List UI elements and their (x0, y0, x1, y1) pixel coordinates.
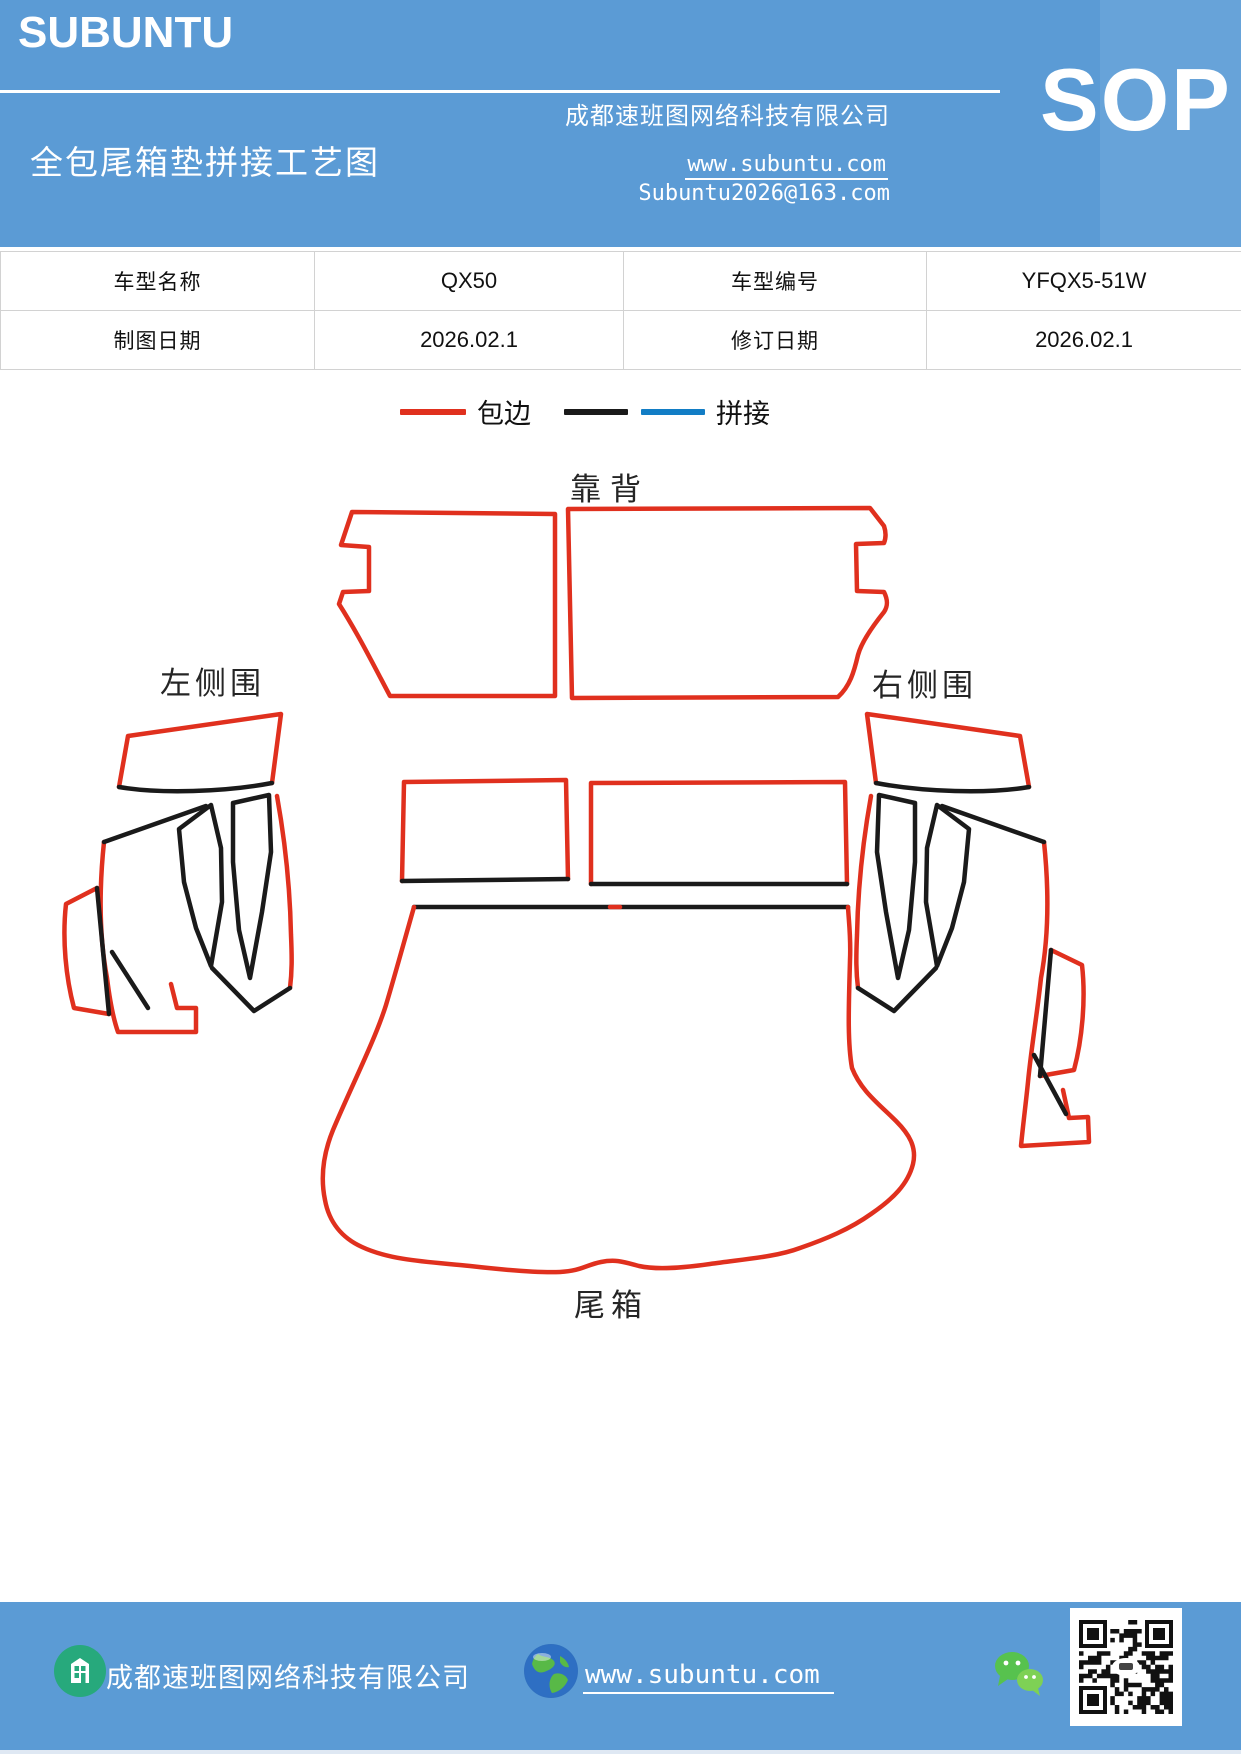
backrest-label: 靠背 (570, 472, 650, 507)
model-name-value: QX50 (314, 251, 624, 311)
page-title: 全包尾箱垫拼接工艺图 (30, 146, 380, 182)
backrest-left-outline (336, 509, 558, 699)
right-side-top-splice (939, 803, 1047, 845)
pattern-diagram (62, 505, 1092, 1275)
right-side-top-quad-red (864, 711, 1032, 790)
model-name-label: 车型名称 (0, 251, 315, 311)
globe-icon (524, 1644, 578, 1698)
left-side-sliver-splice (94, 885, 112, 1017)
left-side-inner-edge (274, 793, 294, 991)
table-row: 车型名称 QX50 车型编号 YFQX5-51W (0, 251, 1241, 311)
right-side-sliver-splice (1037, 947, 1054, 1079)
trunk-label: 尾箱 (574, 1288, 648, 1323)
sop-badge: SOP (1040, 50, 1232, 149)
right-side-foot-splice (1031, 1052, 1069, 1117)
footer-bottom-strip (0, 1750, 1241, 1754)
backrest-right-outline (565, 505, 890, 701)
model-code-label: 车型编号 (623, 251, 927, 311)
header: SUBUNTU 全包尾箱垫拼接工艺图 成都速班图网络科技有限公司 www.sub… (0, 0, 1241, 247)
footer-company-name: 成都速班图网络科技有限公司 (106, 1663, 470, 1693)
left-side-top-quad-splice (116, 780, 275, 794)
legend-splice-label: 拼接 (716, 399, 770, 429)
model-code-value: YFQX5-51W (926, 251, 1241, 311)
right-side-top-quad-splice (873, 780, 1032, 794)
left-side-top-quad-red (116, 711, 284, 790)
revise-date-label: 修订日期 (623, 310, 927, 370)
legend-splice-black-swatch (564, 409, 628, 415)
footer-website-link[interactable]: www.subuntu.com (583, 1660, 834, 1694)
header-company-name: 成都速班图网络科技有限公司 (565, 104, 890, 130)
left-side-strip-1 (176, 802, 225, 969)
right-side-sliver-red (1037, 947, 1086, 1079)
left-side-foot-splice (109, 949, 151, 1011)
draw-date-value: 2026.02.1 (314, 310, 624, 370)
wechat-icon (990, 1646, 1048, 1700)
mid-rect-left-splice (399, 876, 571, 884)
mid-rect-left-red (399, 777, 571, 884)
right-side-strip-1 (923, 802, 972, 969)
legend-edge-swatch (400, 409, 466, 415)
left-side-sliver-red (62, 885, 112, 1017)
left-side-top-splice (101, 803, 209, 845)
info-table: 车型名称 QX50 车型编号 YFQX5-51W 制图日期 2026.02.1 … (0, 251, 1241, 370)
revise-date-value: 2026.02.1 (926, 310, 1241, 370)
building-icon (54, 1645, 106, 1697)
right-side-label: 右侧围 (872, 668, 977, 703)
header-email: Subuntu2026@163.com (638, 181, 890, 206)
trunk-outline (320, 904, 917, 1275)
legend-splice-blue-swatch (641, 409, 705, 415)
right-side-inner-edge (854, 793, 874, 991)
mid-rect-right-red (588, 779, 850, 887)
draw-date-label: 制图日期 (0, 310, 315, 370)
right-side-strip-2 (874, 792, 918, 981)
header-website-link[interactable]: www.subuntu.com (0, 152, 888, 180)
qr-code (1070, 1608, 1182, 1726)
right-side-outer-edge (1018, 839, 1092, 1149)
left-side-strip-2 (230, 792, 274, 981)
header-light-band (1100, 0, 1241, 247)
right-side-bottom-splice (855, 965, 939, 1014)
company-logo: SUBUNTU (18, 8, 234, 57)
table-row: 制图日期 2026.02.1 修订日期 2026.02.1 (0, 310, 1241, 370)
left-side-bottom-splice (209, 965, 293, 1014)
legend-edge-label: 包边 (477, 399, 531, 429)
header-divider (0, 90, 1000, 93)
left-side-label: 左侧围 (160, 666, 265, 701)
